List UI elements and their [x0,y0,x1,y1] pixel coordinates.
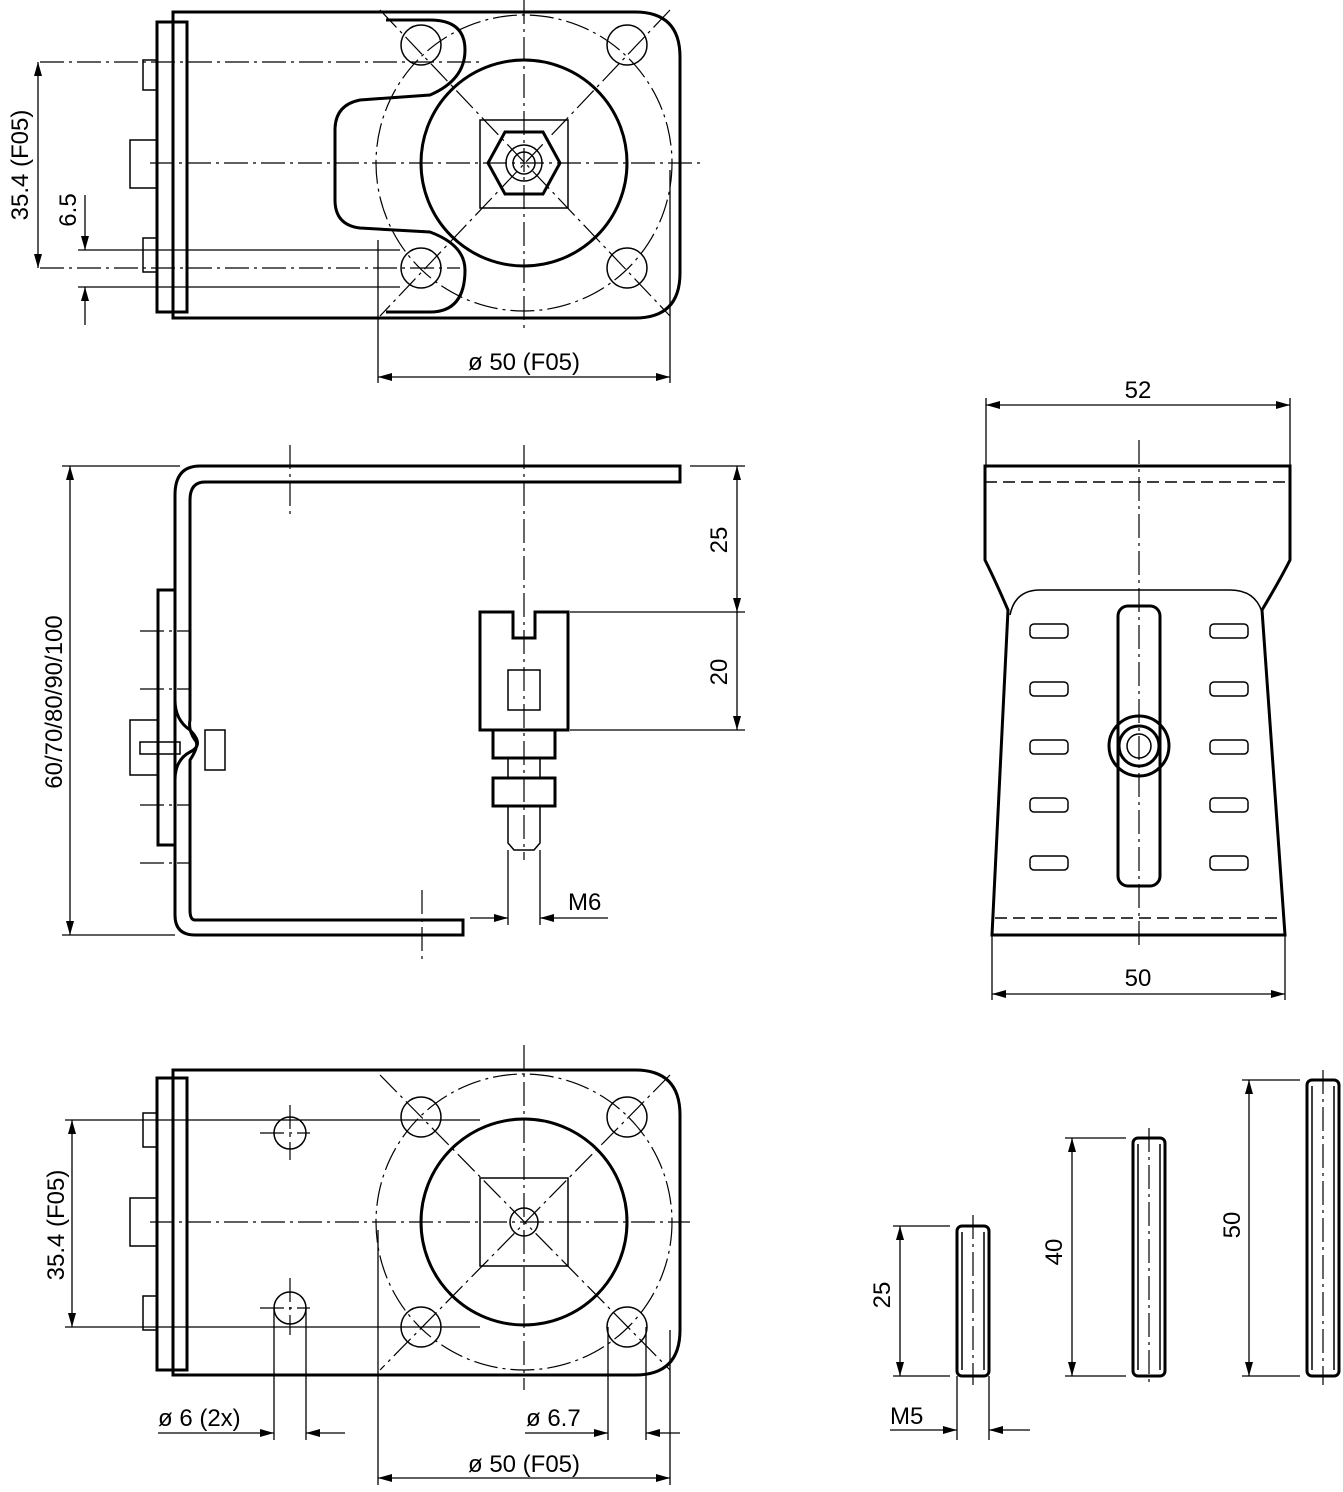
bottom-pcd-label: ø 50 (F05) [468,1451,580,1478]
stud-thread-label: M5 [890,1403,923,1430]
bottom-height-label: 35.4 (F05) [43,1170,70,1281]
studs: 25 40 50 M5 [869,1070,1341,1440]
side-coupling-label: 20 [706,659,733,686]
stud-25-label: 25 [869,1282,896,1309]
stud-50-label: 50 [1219,1212,1246,1239]
stud-40-label: 40 [1041,1239,1068,1266]
side-thread-label: M6 [568,889,601,916]
bottom-view: 35.4 (F05) ø 6 (2x) ø 6.7 ø 50 (F05) [43,1045,690,1485]
top-height-label: 35.4 (F05) [7,110,34,221]
side-height-label: 60/70/80/90/100 [41,615,68,789]
front-bottom-width-label: 50 [1125,965,1152,992]
side-view: 60/70/80/90/100 25 20 M6 [41,445,745,962]
bottom-hole-label: ø 6 (2x) [158,1405,241,1432]
front-top-width-label: 52 [1125,377,1152,404]
front-view: 52 50 [983,377,1292,1000]
top-pcd-label: ø 50 (F05) [468,349,580,376]
top-slot-label: 6.5 [55,193,82,226]
top-view: 35.4 (F05) 6.5 ø 50 (F05) [7,0,705,383]
bottom-hole2-label: ø 6.7 [526,1405,581,1432]
side-upper-label: 25 [706,527,733,554]
